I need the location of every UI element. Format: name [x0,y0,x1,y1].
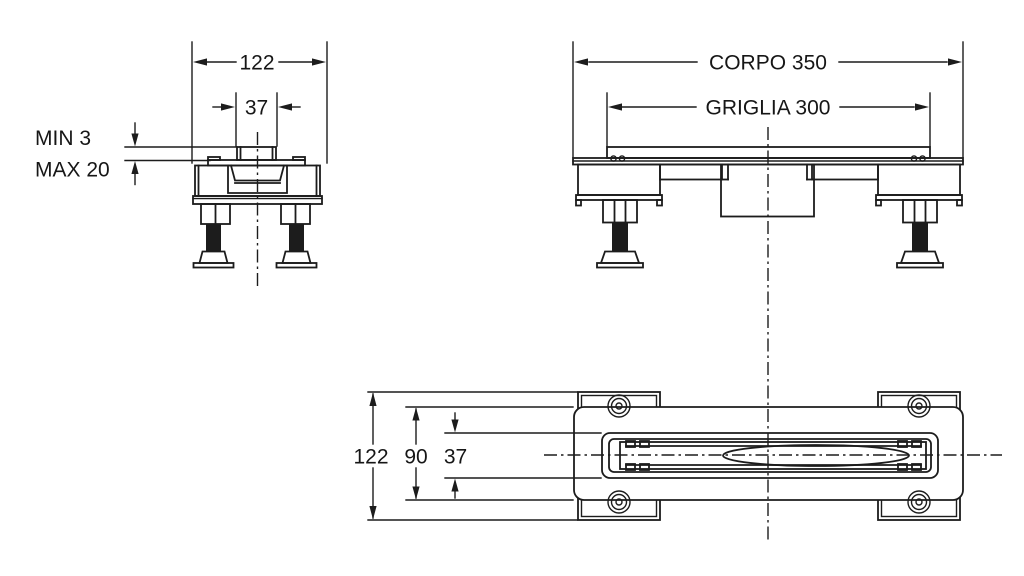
plan-view-dimensions: 122 90 37 [353,391,602,521]
front-view: CORPO 350 GRIGLIA 300 [572,41,964,269]
plan-view-foot-screws [607,394,931,514]
end-view-grate [236,146,277,161]
front-view-dimensions: CORPO 350 GRIGLIA 300 [572,41,964,158]
screw-icon [907,490,931,514]
end-view: 122 37 MIN 3 MAX 20 [35,41,328,286]
plan-view: 122 90 37 [353,391,1002,521]
front-view-left-foot [575,163,663,269]
dim-label-min: MIN 3 [35,127,91,150]
dim-label-end-width: 122 [239,52,274,75]
end-view-dimensions: 122 37 MIN 3 MAX 20 [35,41,328,186]
screw-icon [907,394,931,418]
screw-icon [607,394,631,418]
dim-label-plan-slot: 37 [444,446,467,469]
dim-label-griglia: GRIGLIA 300 [706,97,831,120]
end-view-right-leg [275,203,318,269]
dim-label-end-grate-width: 37 [245,97,268,120]
plan-view-body [573,406,964,501]
dim-label-max: MAX 20 [35,159,110,182]
dim-label-plan-overall: 122 [353,446,388,469]
front-view-underbody [659,163,879,218]
end-view-left-leg [192,203,235,269]
front-view-right-foot [875,163,963,269]
end-view-flange [207,156,306,167]
dim-label-corpo: CORPO 350 [709,52,827,75]
dim-label-plan-body: 90 [404,446,427,469]
screw-icon [607,490,631,514]
